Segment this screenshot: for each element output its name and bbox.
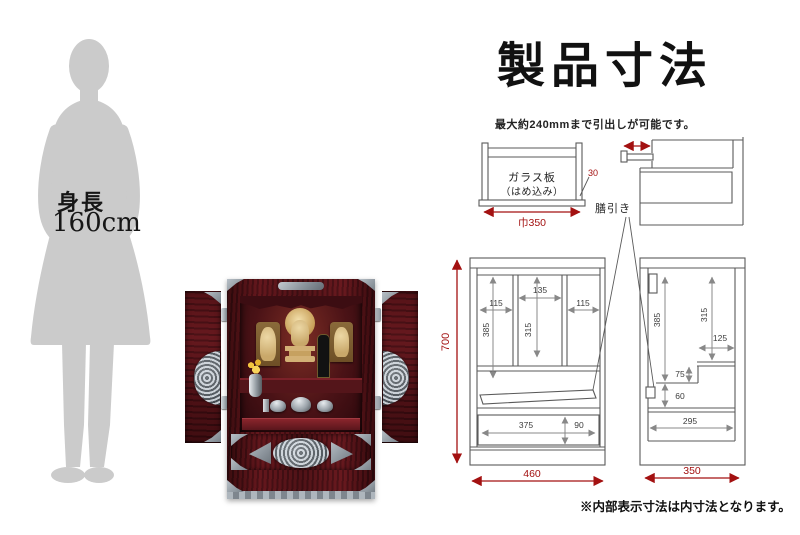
sv-inner-depth: 295 (683, 416, 697, 426)
corner-bracket-icon (227, 279, 244, 291)
sv-slide-height: 60 (675, 391, 685, 401)
fv-inner-height-left: 385 (481, 323, 491, 337)
buddha-pedestal (285, 356, 315, 362)
right-attendant-statue (334, 327, 349, 357)
fv-section-width-right: 115 (576, 298, 590, 308)
altar-right-door (382, 291, 418, 443)
glass-width-value: 巾350 (518, 216, 546, 229)
side-view-dim-arrows (649, 276, 735, 432)
offering-bowl (270, 400, 286, 412)
altar-lower-panel (231, 434, 371, 470)
sv-depth-value: 350 (683, 465, 701, 477)
corner-bracket-icon (354, 434, 371, 446)
fv-drawer-width: 375 (519, 420, 533, 430)
medallion-wing-icon (331, 442, 353, 464)
hinge-icon (374, 308, 381, 321)
fv-section-width-center: 135 (533, 285, 547, 295)
corner-bracket-icon (204, 430, 221, 442)
sv-inner-height-front: 315 (699, 308, 709, 322)
person-shape (30, 39, 151, 483)
buddha-statue (291, 320, 309, 346)
sv-shelf-depth: 125 (713, 333, 727, 343)
buddha-pedestal (289, 351, 311, 356)
person-height-label: 身長 (57, 190, 106, 216)
slide-tray-label: 膳引き (595, 201, 631, 215)
drawer-capacity-note: 最大約240mmまで引出しが可能です。 (494, 119, 696, 131)
corner-bracket-icon (231, 434, 248, 446)
side-view (639, 257, 746, 466)
person-silhouette (30, 39, 151, 483)
altar-left-door (185, 291, 221, 443)
corner-bracket-icon (382, 292, 399, 304)
door-filigree-icon (383, 351, 409, 405)
corner-bracket-icon (231, 458, 248, 470)
corner-bracket-icon (354, 458, 371, 470)
flower-arrangement (245, 358, 265, 376)
glass-thickness-value: 30 (588, 168, 598, 178)
slide-tray-diagram (620, 137, 744, 226)
memorial-tablet (317, 334, 330, 378)
glass-label-line1: ガラス板 (508, 170, 556, 184)
fv-height-value: 700 (440, 333, 452, 351)
corner-bracket-icon (358, 279, 375, 291)
person-height-value: 160cm (52, 208, 141, 238)
altar-photo (183, 263, 419, 503)
fv-width-value: 460 (523, 468, 541, 480)
left-attendant-statue (260, 327, 276, 361)
buddha-pedestal (285, 346, 315, 351)
fv-inner-height-center: 315 (523, 323, 533, 337)
altar-base (227, 473, 375, 499)
offering-bowl (317, 400, 333, 412)
door-filigree-icon (194, 351, 220, 405)
altar-valance (240, 296, 362, 309)
altar-dais (240, 378, 362, 393)
corner-bracket-icon (204, 292, 221, 304)
sv-shelf-gap: 75 (675, 369, 685, 379)
corner-bracket-icon (382, 430, 399, 442)
altar-slide-shelf (242, 418, 360, 430)
front-view (469, 257, 606, 466)
technical-drawing: ガラス板 （はめ込み） 30 巾350 膳引き (440, 137, 746, 487)
dimension-footnote: ※内部表示寸法は内寸法となります。 (580, 500, 791, 514)
left-attendant-shrine (256, 322, 280, 366)
product-title: 製品寸法 (497, 38, 714, 94)
altar-medallion-icon (273, 438, 329, 468)
medallion-wing-icon (249, 442, 271, 464)
offering-bowl (291, 397, 311, 412)
right-attendant-shrine (330, 322, 353, 362)
fv-section-width-left: 115 (489, 298, 503, 308)
altar-crown-plate (278, 282, 324, 290)
incense-tool (263, 399, 269, 412)
slide-tray-leader-lines (591, 216, 655, 396)
front-view-dim-arrows (479, 276, 600, 445)
flower-vase (249, 374, 262, 397)
base-metal-trim (227, 491, 375, 499)
sv-inner-height-rear: 385 (652, 313, 662, 327)
glass-label-line2: （はめ込み） (501, 186, 564, 198)
altar-opening (240, 296, 362, 432)
altar-cabinet (227, 279, 375, 499)
glass-panel-diagram (478, 142, 590, 207)
hinge-icon (221, 308, 228, 321)
hinge-icon (374, 396, 381, 409)
hinge-icon (221, 396, 228, 409)
fv-drawer-height: 90 (574, 420, 584, 430)
